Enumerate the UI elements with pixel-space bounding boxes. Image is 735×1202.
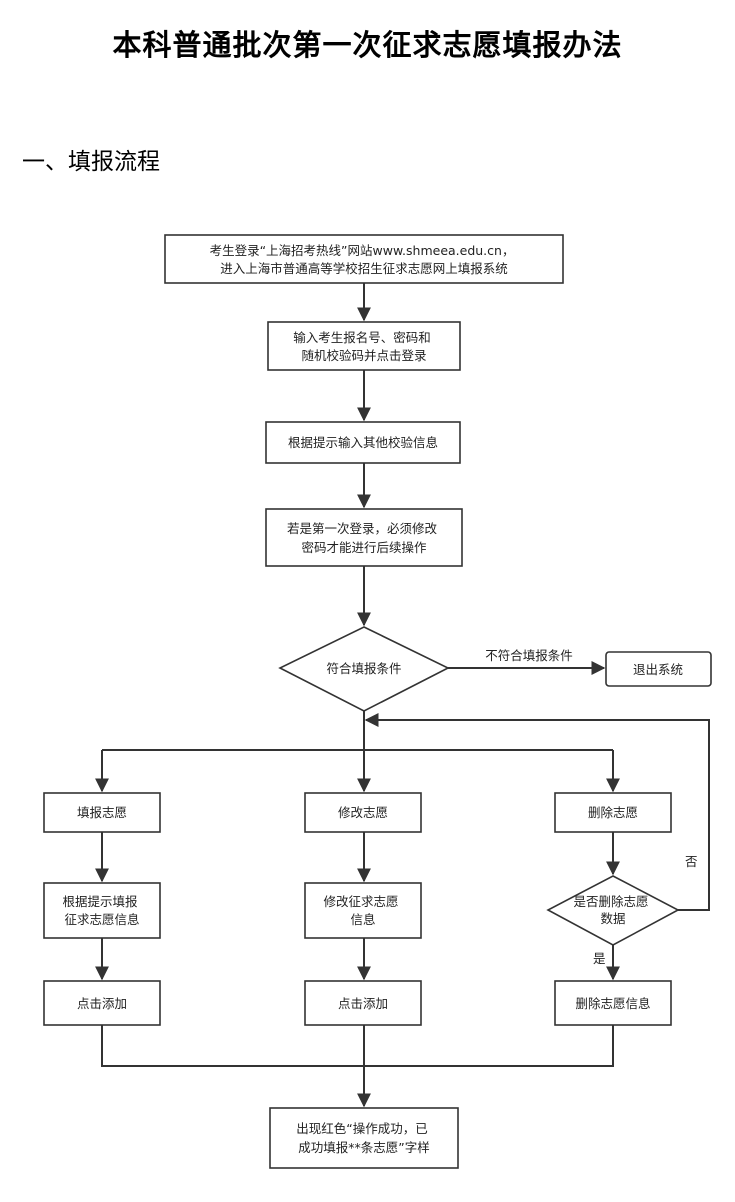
section-heading: 一、填报流程 xyxy=(22,149,160,175)
enter-credentials-label: 输入考生报名号、密码和 随机校验码并点击登录 xyxy=(293,330,435,363)
edge-delete-info-to-merge xyxy=(364,1025,614,1067)
node-labels: 考生登录“上海招考热线”网站www.shmeea.edu.cn， 进入上海市普通… xyxy=(63,243,684,1155)
delete-info-label: 删除志愿信息 xyxy=(575,996,650,1011)
edge-add-left-to-merge xyxy=(101,1025,364,1067)
fill-info-label: 根据提示填报 征求志愿信息 xyxy=(63,894,142,927)
fill-info-box xyxy=(43,882,161,939)
first-login-box xyxy=(265,508,463,567)
first-login-label: 若是第一次登录，必须修改 密码才能进行后续操作 xyxy=(287,521,441,555)
login-site-box xyxy=(164,234,564,284)
fill-choice-box xyxy=(43,792,161,833)
click-add-middle-box xyxy=(304,980,422,1026)
modify-info-box xyxy=(304,882,422,939)
nodes xyxy=(43,234,712,1169)
edge-confirm-no-loop xyxy=(364,713,710,911)
edge-labels: 不符合填报条件 否 是 xyxy=(485,648,697,966)
enter-credentials-box xyxy=(267,321,461,371)
delete-choice-box xyxy=(554,792,672,833)
connectors xyxy=(95,283,710,1108)
eligibility-check-label: 符合填报条件 xyxy=(326,661,401,676)
yes-label: 是 xyxy=(593,951,606,966)
exit-system-box xyxy=(605,651,712,687)
modify-info-label: 修改征求志愿 信息 xyxy=(324,894,403,927)
delete-confirm-label: 是否删除志愿 数据 xyxy=(574,894,653,926)
success-message-label: 出现红色“操作成功，已 成功填报**条志愿”字样 xyxy=(296,1121,431,1155)
login-site-label: 考生登录“上海招考热线”网站www.shmeea.edu.cn， 进入上海市普通… xyxy=(210,243,519,276)
click-add-left-label: 点击添加 xyxy=(77,996,127,1011)
page-title: 本科普通批次第一次征求志愿填报办法 xyxy=(112,28,623,62)
enter-verification-box xyxy=(265,421,461,464)
fill-choice-label: 填报志愿 xyxy=(77,805,127,820)
click-add-left-box xyxy=(43,980,161,1026)
success-message-box xyxy=(269,1107,459,1169)
eligibility-check-diamond xyxy=(278,626,450,712)
delete-choice-label: 删除志愿 xyxy=(588,805,638,820)
enter-verification-label: 根据提示输入其他校验信息 xyxy=(288,435,438,450)
modify-choice-label: 修改志愿 xyxy=(338,805,388,820)
exit-system-label: 退出系统 xyxy=(633,662,683,677)
not-eligible-label: 不符合填报条件 xyxy=(485,648,573,663)
delete-confirm-diamond xyxy=(546,875,680,946)
delete-info-box xyxy=(554,980,672,1026)
click-add-middle-label: 点击添加 xyxy=(338,996,388,1011)
no-label: 否 xyxy=(685,854,698,869)
modify-choice-box xyxy=(304,792,422,833)
